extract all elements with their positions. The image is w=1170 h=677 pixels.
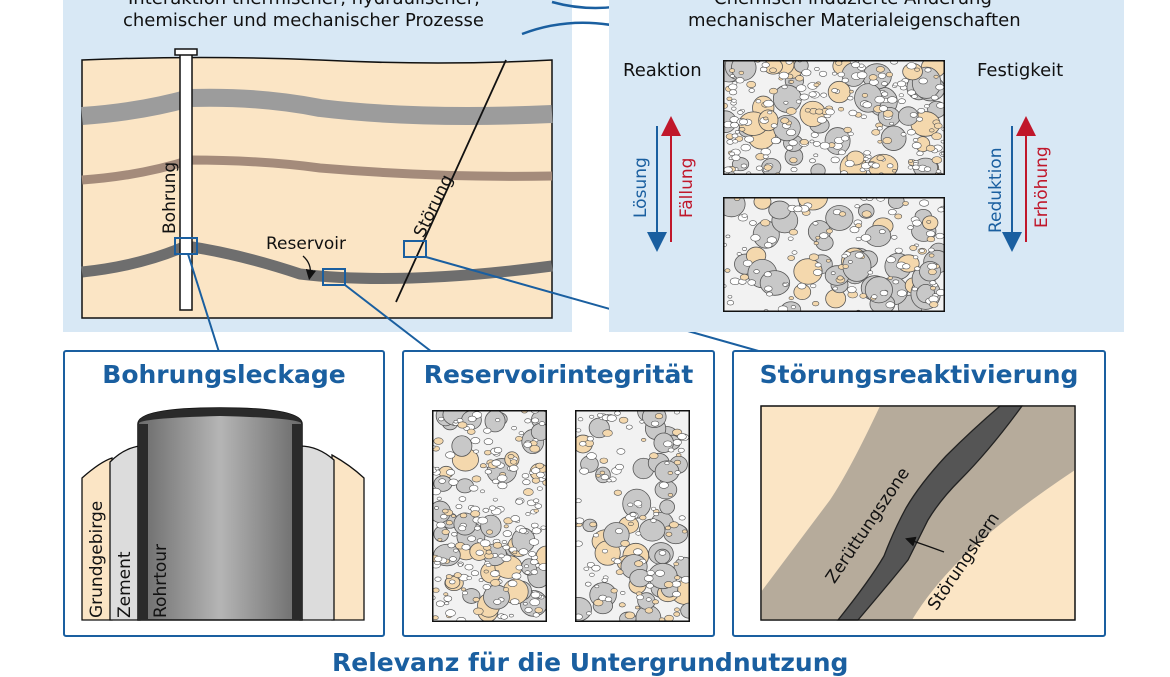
reservoir-connector (344, 284, 433, 353)
label-festigkeit: Festigkeit (977, 60, 1064, 81)
reservoir-sample-left (432, 410, 547, 622)
stratum-reservoir (81, 240, 553, 284)
top-right-caption-line2: mechanischer Materialeigenschaften (688, 10, 1021, 31)
sample-after-reaction (723, 197, 945, 312)
fault-connector (425, 256, 763, 353)
reservoir-highlight-box (322, 268, 346, 286)
well-leakage-title: Bohrungsleckage (102, 360, 346, 389)
reservoir-pointer (302, 255, 317, 281)
bottom-caption: Relevanz für die Untergrundnutzung (332, 648, 849, 677)
label-reaktion: Reaktion (623, 60, 702, 81)
fault-zone-diagram (760, 405, 1076, 621)
label-reservoir: Reservoir (266, 234, 346, 254)
well-highlight-box (174, 237, 198, 255)
reservoir-integrity-title: Reservoirintegrität (423, 360, 694, 389)
stratum-upper (81, 88, 553, 125)
stratum-middle (81, 155, 553, 185)
casing-diagram (81, 407, 365, 621)
fault-highlight-box (403, 240, 427, 258)
well-connector (187, 253, 220, 353)
fault-reactivation-title: Störungsreaktivierung (759, 360, 1079, 389)
formation-block-right (331, 453, 365, 621)
reaction-arrows (647, 116, 1036, 252)
cross-section-diagram (81, 0, 763, 353)
top-right-caption-line1: Chemisch induzierte Änderung (714, 0, 992, 9)
top-left-caption-line2: chemischer und mechanischer Prozesse (123, 10, 484, 31)
wellhead (174, 48, 198, 56)
top-left-caption-line1: Interaktion thermischer, hydraulischer, (128, 0, 480, 9)
kern-pointer (905, 536, 945, 553)
reservoir-sample-right (575, 410, 690, 622)
sample-before-reaction (723, 60, 945, 175)
fault-line (395, 59, 507, 303)
cement-layer-right (299, 445, 335, 621)
